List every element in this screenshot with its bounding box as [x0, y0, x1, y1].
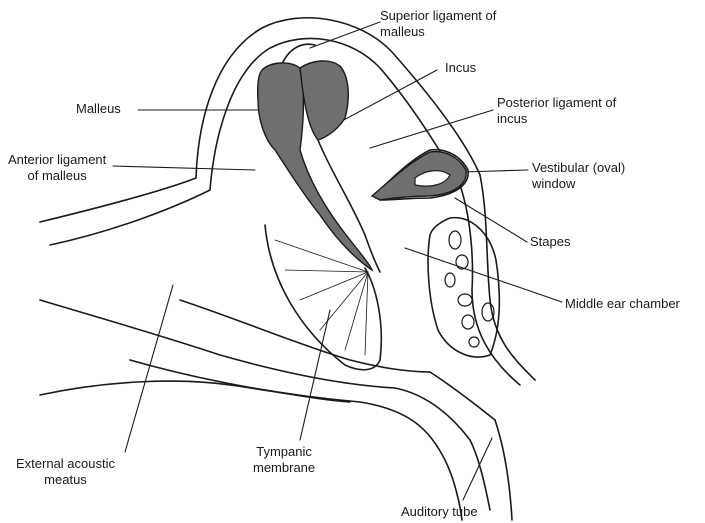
anterior-ligament-line1: Anterior ligament	[8, 152, 106, 168]
label-auditory-tube: Auditory tube	[401, 504, 478, 520]
anterior-ligament-line2: of malleus	[8, 168, 106, 184]
leader-posterior	[370, 110, 493, 148]
vestibular-window-line1: Vestibular (oval)	[532, 160, 625, 176]
label-vestibular-window: Vestibular (oval) window	[532, 160, 625, 192]
posterior-ligament-line2: incus	[497, 111, 616, 127]
label-malleus: Malleus	[76, 101, 121, 117]
tympanic-membrane-line1: Tympanic	[253, 444, 315, 460]
superior-ligament	[283, 44, 315, 62]
superior-ligament-line1: Superior ligament of	[380, 8, 496, 24]
incus-process	[318, 140, 380, 272]
leader-anterior	[113, 166, 255, 170]
label-superior-ligament: Superior ligament of malleus	[380, 8, 496, 40]
external-meatus-line2: meatus	[16, 472, 115, 488]
leader-auditory	[463, 438, 492, 500]
inner-wall-upper	[50, 38, 460, 245]
tympanic-membrane	[265, 225, 381, 370]
external-meatus-line1: External acoustic	[16, 456, 115, 472]
label-tympanic-membrane: Tympanic membrane	[253, 444, 315, 476]
tympanic-membrane-line2: membrane	[253, 460, 315, 476]
floor-upper	[180, 300, 495, 420]
leader-vestibular	[462, 170, 528, 172]
incus-shape	[300, 61, 348, 140]
vestibular-window-line2: window	[532, 176, 625, 192]
posterior-ligament-line1: Posterior ligament of	[497, 95, 616, 111]
tube-wall	[495, 420, 512, 520]
label-middle-ear-chamber: Middle ear chamber	[565, 296, 680, 312]
label-incus: Incus	[445, 60, 476, 76]
meatus-floor	[40, 381, 350, 402]
leader-external	[125, 285, 173, 452]
label-posterior-ligament: Posterior ligament of incus	[497, 95, 616, 127]
label-anterior-ligament: Anterior ligament of malleus	[8, 152, 106, 184]
tube-lower	[130, 360, 462, 520]
superior-ligament-line2: malleus	[380, 24, 496, 40]
label-stapes: Stapes	[530, 234, 570, 250]
label-external-acoustic-meatus: External acoustic meatus	[16, 456, 115, 488]
